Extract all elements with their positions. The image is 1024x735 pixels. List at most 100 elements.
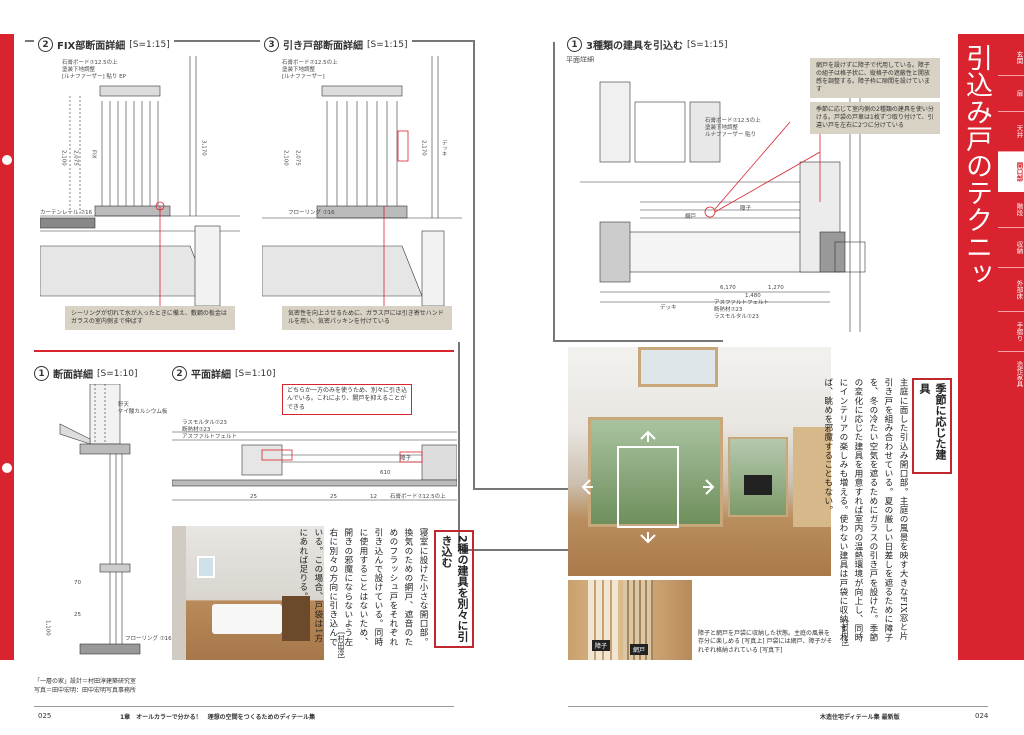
sliding-label: 塗装下地調整: [282, 67, 316, 73]
left-red-band: [0, 34, 14, 660]
panel-number: 3: [264, 37, 279, 52]
panel-scale: [S=1:10]: [97, 368, 138, 379]
door-pocket-photo: 障子 網戸: [568, 580, 692, 660]
page-title: 引込み戸のテクニック: [929, 44, 992, 287]
three-label: 石膏ボード⑦12.5の上: [705, 118, 761, 124]
panel-title-three: 1 3種類の建具を引込む [S=1:15]: [563, 37, 732, 52]
plan-label: 25: [330, 494, 337, 500]
panel-number: 1: [34, 366, 49, 381]
connector-line: [473, 40, 475, 490]
section-label: 70: [74, 580, 81, 586]
three-label: 1,480: [745, 293, 761, 299]
three-label: ラスモルタル⑦23: [714, 314, 759, 320]
three-label: デッキ: [660, 305, 677, 311]
panel-title-section: 1 断面詳細 [S=1:10]: [34, 366, 138, 381]
living-tv: [744, 475, 772, 495]
plan-label: 障子: [400, 456, 412, 462]
living-right-window: [728, 437, 788, 517]
connector-line: [553, 42, 555, 342]
sliding-label: 石膏ボード⑦12.5の上: [282, 60, 338, 66]
three-label: 塗装下地調整: [705, 125, 739, 131]
footer-left-text: 1章 オールカラーで分かる！ 理想の空間をつくるためのディテール集: [120, 714, 316, 721]
fix-label: 2,075: [72, 150, 79, 166]
left-band-dot: [2, 155, 12, 165]
footer-left-page-number: 025: [38, 712, 52, 720]
side-tab-storage[interactable]: 収納: [998, 228, 1024, 268]
section-b-heading: 2種の建具を別々に引き込む: [434, 530, 474, 648]
living-big-window: [588, 417, 723, 527]
connector-line: [473, 488, 569, 490]
side-tab-exterior-floor[interactable]: 外部床: [998, 268, 1024, 312]
fix-label: 塗装下地調整: [62, 67, 96, 73]
side-tab-entrance[interactable]: 玄関: [998, 40, 1024, 76]
panel-title-fix: 2 FIX部断面詳細 [S=1:15]: [34, 37, 174, 52]
sliding-label: 2,170: [420, 140, 427, 156]
plan-note-text: どちらか一方のみを使うため、別々に引き込んでいる。これにより、開戸を抑えることが…: [287, 387, 408, 411]
left-band-dot: [2, 463, 12, 473]
photo-label-shoji: 障子: [592, 640, 611, 651]
three-label: 網戸: [685, 214, 697, 220]
side-tab-stairs[interactable]: 階段: [998, 192, 1024, 228]
section-detail-drawing: [40, 384, 160, 664]
panel-scale: [S=1:15]: [686, 39, 728, 50]
panel-title-text: 3種類の建具を引込む: [586, 41, 683, 52]
section-divider-red: [34, 350, 454, 352]
three-note-2: 季節に応じて室内側の2種類の建具を使い分ける。戸袋の戸車は1枚ずつ取り付けて、引…: [810, 102, 940, 135]
photo-label-screen: 網戸: [630, 644, 649, 655]
section-a-heading: 季節に応じた建具: [912, 378, 952, 474]
connector-line: [553, 340, 723, 342]
living-door-right: [793, 427, 831, 527]
bedroom-photo: [172, 526, 324, 660]
plan-note: どちらか一方のみを使うため、別々に引き込んでいる。これにより、開戸を抑えることが…: [282, 384, 412, 416]
section-label: 1,100: [44, 620, 51, 636]
fix-label: 石膏ボード⑦12.5の上: [62, 60, 118, 66]
sliding-label: 2,075: [294, 150, 301, 166]
plan-label: 25: [250, 494, 257, 500]
fix-label: FIX: [90, 150, 97, 159]
plan-label: 石膏ボード⑦12.5の上: [390, 494, 446, 500]
side-tab-opening-active[interactable]: 開口部: [998, 152, 1024, 192]
panel-title-text: 引き戸部断面詳細: [283, 41, 363, 52]
footer-rule-left: [34, 706, 454, 707]
section-label: 25: [74, 612, 81, 618]
footer-rule-right: [568, 706, 988, 707]
panel-title-text: 断面詳細: [53, 370, 93, 381]
photo-caption: 障子と網戸を戸袋に収納した状態。主庭の風景を存分に楽しめる [写真上] 戸袋には…: [698, 630, 833, 654]
three-label: アスファルトフェルト: [714, 300, 770, 306]
three-label: ルナファーザー 貼り: [705, 132, 757, 138]
panel-number: 1: [567, 37, 582, 52]
fix-label: [ルナファーザー] 貼り EP: [62, 74, 126, 80]
three-note-1: 網戸を設けずに障子で代用している。障子の組子は格子状に、縦格子の遮蔽性と開放感を…: [810, 58, 940, 99]
sliding-note: 気密性を向上させるために、ガラス戸には引き寄せハンドルを用い、気密パッキンを付け…: [282, 306, 452, 331]
direction-arrows: [581, 430, 715, 544]
three-label: 断熱材⑦23: [714, 307, 743, 313]
panel-number: 2: [38, 37, 53, 52]
side-tab-handrail[interactable]: 手摺り: [998, 312, 1024, 352]
panel-scale: [S=1:15]: [129, 39, 170, 50]
section-label: 軒天: [118, 402, 130, 408]
three-label: 障子: [740, 206, 752, 212]
living-room-photo: [568, 347, 831, 576]
three-label: 6,170: [720, 285, 736, 291]
connector-line: [458, 342, 460, 549]
sliding-section-drawing: [262, 56, 462, 306]
credit-design: 「一層の家」設計＝村田淳建築研究室: [34, 678, 137, 685]
footer-right-text: 木造住宅ディテール集 最新版: [820, 714, 900, 721]
section-a-body: 主庭に面した引込み開口部。主庭の風景を映す大きなFIX窓と片引き戸を組み合わせて…: [822, 378, 908, 642]
side-tab-door[interactable]: 扉: [998, 76, 1024, 112]
section-label: フローリング ⑦16: [125, 636, 172, 642]
side-tab-ceiling[interactable]: 天井: [998, 112, 1024, 152]
plan-label: 断熱材⑦23: [182, 427, 211, 433]
fix-section-drawing: [40, 56, 240, 306]
section-label: ケイ酸カルシウム板: [118, 409, 168, 415]
fix-label: 2,100: [60, 150, 67, 166]
fix-label: カーテンレール ⑦16: [40, 210, 93, 216]
panel-number: 2: [172, 366, 187, 381]
three-subtitle: 平面詳細: [566, 56, 594, 64]
sliding-label: 2,100: [282, 150, 289, 166]
bedroom-bed: [212, 604, 282, 634]
plan-label: アスファルトフェルト: [182, 434, 238, 440]
side-tab-furniture[interactable]: 造作家具: [1015, 361, 1023, 387]
plan-label: ラスモルタル⑦23: [182, 420, 227, 426]
sliding-label: デッキ: [440, 140, 447, 157]
